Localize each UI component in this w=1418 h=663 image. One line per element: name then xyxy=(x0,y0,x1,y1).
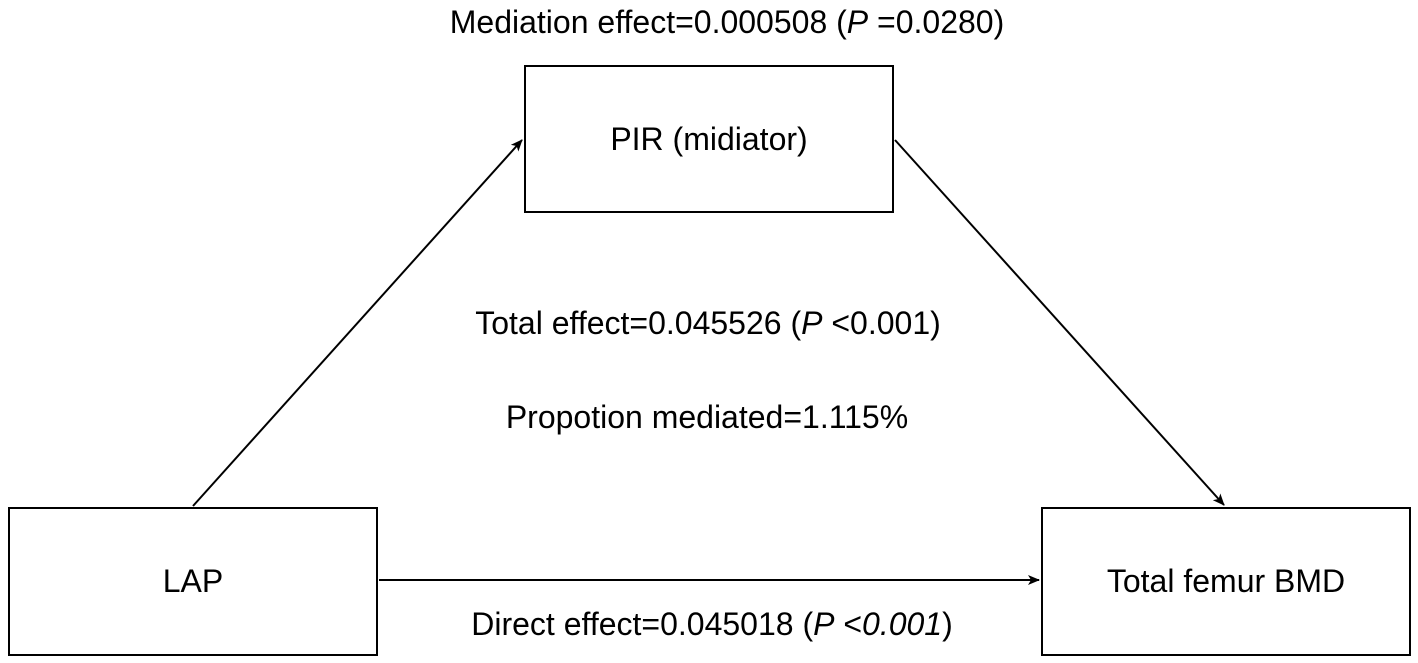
arrow-mediator-to-outcome xyxy=(894,139,1225,506)
mediator-node: PIR (midiator) xyxy=(524,65,894,213)
exposure-node: LAP xyxy=(8,507,378,656)
direct-effect-label: Direct effect=0.045018 (P <0.001) xyxy=(471,604,953,644)
direct-close-paren: ) xyxy=(942,606,953,642)
outcome-node: Total femur BMD xyxy=(1041,507,1411,656)
total-p-symbol: P xyxy=(801,305,823,341)
outcome-label: Total femur BMD xyxy=(1106,563,1346,599)
mediation-effect-text: Mediation effect=0.000508 ( xyxy=(449,4,847,40)
direct-effect-text: Direct effect=0.045018 ( xyxy=(471,606,814,642)
direct-p-operator: < xyxy=(834,606,863,642)
exposure-label: LAP xyxy=(162,563,224,599)
total-effect-label: Total effect=0.045526 (P <0.001) xyxy=(475,303,941,343)
total-effect-text: Total effect=0.045526 ( xyxy=(475,305,802,341)
direct-p-value: 0.001 xyxy=(862,606,943,642)
mediation-p-value: =0.0280) xyxy=(868,4,1005,40)
mediator-label: PIR (midiator) xyxy=(610,120,808,157)
total-p-value: <0.001) xyxy=(822,305,941,341)
proportion-mediated-label: Propotion mediated=1.115% xyxy=(506,397,908,437)
mediation-effect-label: Mediation effect=0.000508 (P =0.0280) xyxy=(450,2,1004,42)
mediation-p-symbol: P xyxy=(846,4,869,40)
direct-p-symbol: P xyxy=(813,606,835,642)
arrow-exposure-to-mediator xyxy=(192,139,523,507)
proportion-mediated-text: Propotion mediated=1.115% xyxy=(505,399,909,435)
